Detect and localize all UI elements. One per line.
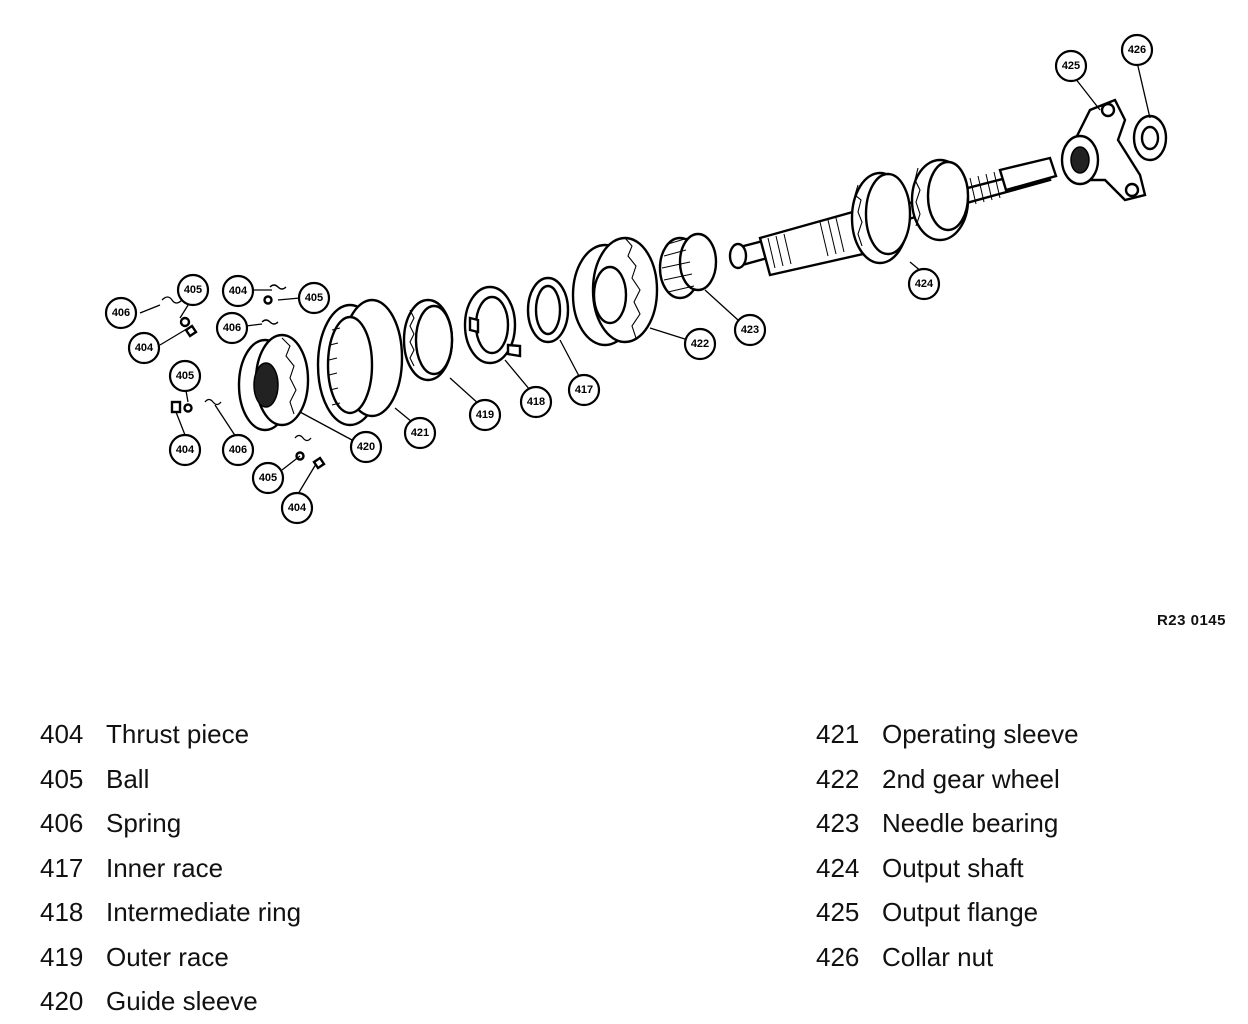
callout-424: 424 bbox=[907, 267, 941, 301]
collar-nut-part bbox=[1132, 114, 1168, 162]
legend-name: Thrust piece bbox=[106, 719, 250, 749]
callout-404-mid: 404 bbox=[221, 274, 255, 308]
legend-item: 419 Outer race bbox=[40, 935, 301, 980]
svg-text:404: 404 bbox=[135, 342, 154, 354]
legend-item: 420 Guide sleeve bbox=[40, 979, 301, 1024]
svg-text:424: 424 bbox=[915, 278, 934, 290]
second-gear-wheel-part bbox=[571, 236, 659, 347]
legend-name: Outer race bbox=[106, 941, 229, 972]
svg-text:404: 404 bbox=[288, 502, 307, 514]
svg-text:405: 405 bbox=[184, 284, 202, 296]
guide-sleeve-part bbox=[237, 333, 310, 432]
svg-text:426: 426 bbox=[1128, 44, 1146, 56]
svg-text:417: 417 bbox=[575, 384, 593, 396]
needle-bearing-part bbox=[658, 232, 718, 300]
callout-406-mid: 406 bbox=[215, 311, 249, 345]
callout-405-mid: 405 bbox=[297, 281, 331, 315]
legend-number: 419 bbox=[40, 941, 84, 972]
callout-404-top: 404 bbox=[127, 331, 161, 365]
legend-name: Guide sleeve bbox=[106, 986, 258, 1016]
output-shaft-part bbox=[728, 156, 1058, 277]
legend-name: Operating sleeve bbox=[882, 719, 1079, 749]
operating-sleeve-part bbox=[316, 298, 404, 427]
legend-item: 423 Needle bearing bbox=[816, 801, 1079, 846]
legend-item: 417 Inner race bbox=[40, 846, 301, 891]
callout-404-bottom: 404 bbox=[280, 491, 314, 525]
legend-name: Output shaft bbox=[882, 852, 1024, 883]
callout-421: 421 bbox=[403, 416, 437, 450]
callout-406-low: 406 bbox=[221, 433, 255, 467]
figure-reference-code: R23 0145 bbox=[1156, 612, 1226, 629]
legend-number: 425 bbox=[816, 897, 860, 927]
legend-name: Spring bbox=[106, 808, 182, 838]
callout-420: 420 bbox=[349, 430, 383, 464]
outer-race-part bbox=[402, 298, 454, 382]
legend-number: 426 bbox=[816, 941, 860, 972]
legend-item: 424 Output shaft bbox=[816, 846, 1079, 891]
legend-number: 418 bbox=[40, 897, 84, 927]
callout-423: 423 bbox=[733, 313, 767, 347]
output-flange-part bbox=[1060, 98, 1147, 202]
legend-number: 404 bbox=[40, 719, 84, 749]
legend-number: 417 bbox=[40, 852, 84, 883]
svg-text:406: 406 bbox=[112, 307, 130, 319]
legend-name: Collar nut bbox=[882, 941, 994, 972]
svg-text:404: 404 bbox=[176, 444, 195, 456]
svg-text:420: 420 bbox=[357, 441, 375, 453]
svg-text:423: 423 bbox=[741, 324, 759, 336]
legend-number: 423 bbox=[816, 808, 860, 838]
callout-419: 419 bbox=[468, 398, 502, 432]
legend-item: 422 2nd gear wheel bbox=[816, 757, 1079, 802]
legend-item: 405 Ball bbox=[40, 757, 301, 802]
callout-426: 426 bbox=[1120, 33, 1154, 67]
legend-number: 422 bbox=[816, 763, 860, 794]
callout-418: 418 bbox=[519, 385, 553, 419]
legend-number: 420 bbox=[40, 986, 84, 1016]
callout-417: 417 bbox=[567, 373, 601, 407]
legend-name: Inner race bbox=[106, 852, 224, 883]
legend-number: 424 bbox=[816, 852, 860, 883]
svg-text:405: 405 bbox=[305, 292, 323, 304]
legend-item: 418 Intermediate ring bbox=[40, 890, 301, 935]
callout-405-top: 405 bbox=[176, 273, 210, 307]
legend-name: Ball bbox=[106, 763, 150, 794]
svg-text:418: 418 bbox=[527, 396, 545, 408]
svg-text:419: 419 bbox=[476, 409, 494, 421]
svg-text:405: 405 bbox=[259, 472, 277, 484]
svg-text:422: 422 bbox=[691, 338, 709, 350]
svg-text:406: 406 bbox=[229, 444, 247, 456]
legend-name: Output flange bbox=[882, 897, 1039, 927]
svg-text:421: 421 bbox=[411, 427, 429, 439]
legend-number: 406 bbox=[40, 808, 84, 838]
inner-race-part bbox=[526, 276, 570, 344]
legend-item: 426 Collar nut bbox=[816, 935, 1079, 980]
callout-406-top: 406 bbox=[104, 296, 138, 330]
callout-405-bottom: 405 bbox=[251, 461, 285, 495]
legend-item: 406 Spring bbox=[40, 801, 301, 846]
legend-item: 404 Thrust piece bbox=[40, 712, 301, 757]
legend-name: Intermediate ring bbox=[106, 897, 302, 927]
svg-text:425: 425 bbox=[1062, 60, 1080, 72]
small-parts bbox=[161, 284, 326, 470]
legend-item: 425 Output flange bbox=[816, 890, 1079, 935]
exploded-view-diagram: 426 425 424 423 422 417 418 419 421 420 … bbox=[104, 33, 1168, 525]
callout-425: 425 bbox=[1054, 49, 1088, 83]
legend-number: 421 bbox=[816, 719, 860, 749]
legend-name: Needle bearing bbox=[882, 808, 1059, 838]
svg-text:404: 404 bbox=[229, 285, 248, 297]
svg-text:405: 405 bbox=[176, 370, 194, 382]
legend-name: 2nd gear wheel bbox=[882, 763, 1060, 794]
callout-422: 422 bbox=[683, 327, 717, 361]
legend-item: 421 Operating sleeve bbox=[816, 712, 1079, 757]
callout-404-low: 404 bbox=[168, 433, 202, 467]
parts-legend-right: 421 Operating sleeve 422 2nd gear wheel 42… bbox=[816, 712, 1079, 979]
parts-legend-left: 404 Thrust piece 405 Ball 406 Spring 417 Inn… bbox=[40, 712, 301, 1024]
intermediate-ring-part bbox=[463, 285, 522, 365]
legend-number: 405 bbox=[40, 763, 84, 794]
svg-text:406: 406 bbox=[223, 322, 241, 334]
callout-405-low: 405 bbox=[168, 359, 202, 393]
